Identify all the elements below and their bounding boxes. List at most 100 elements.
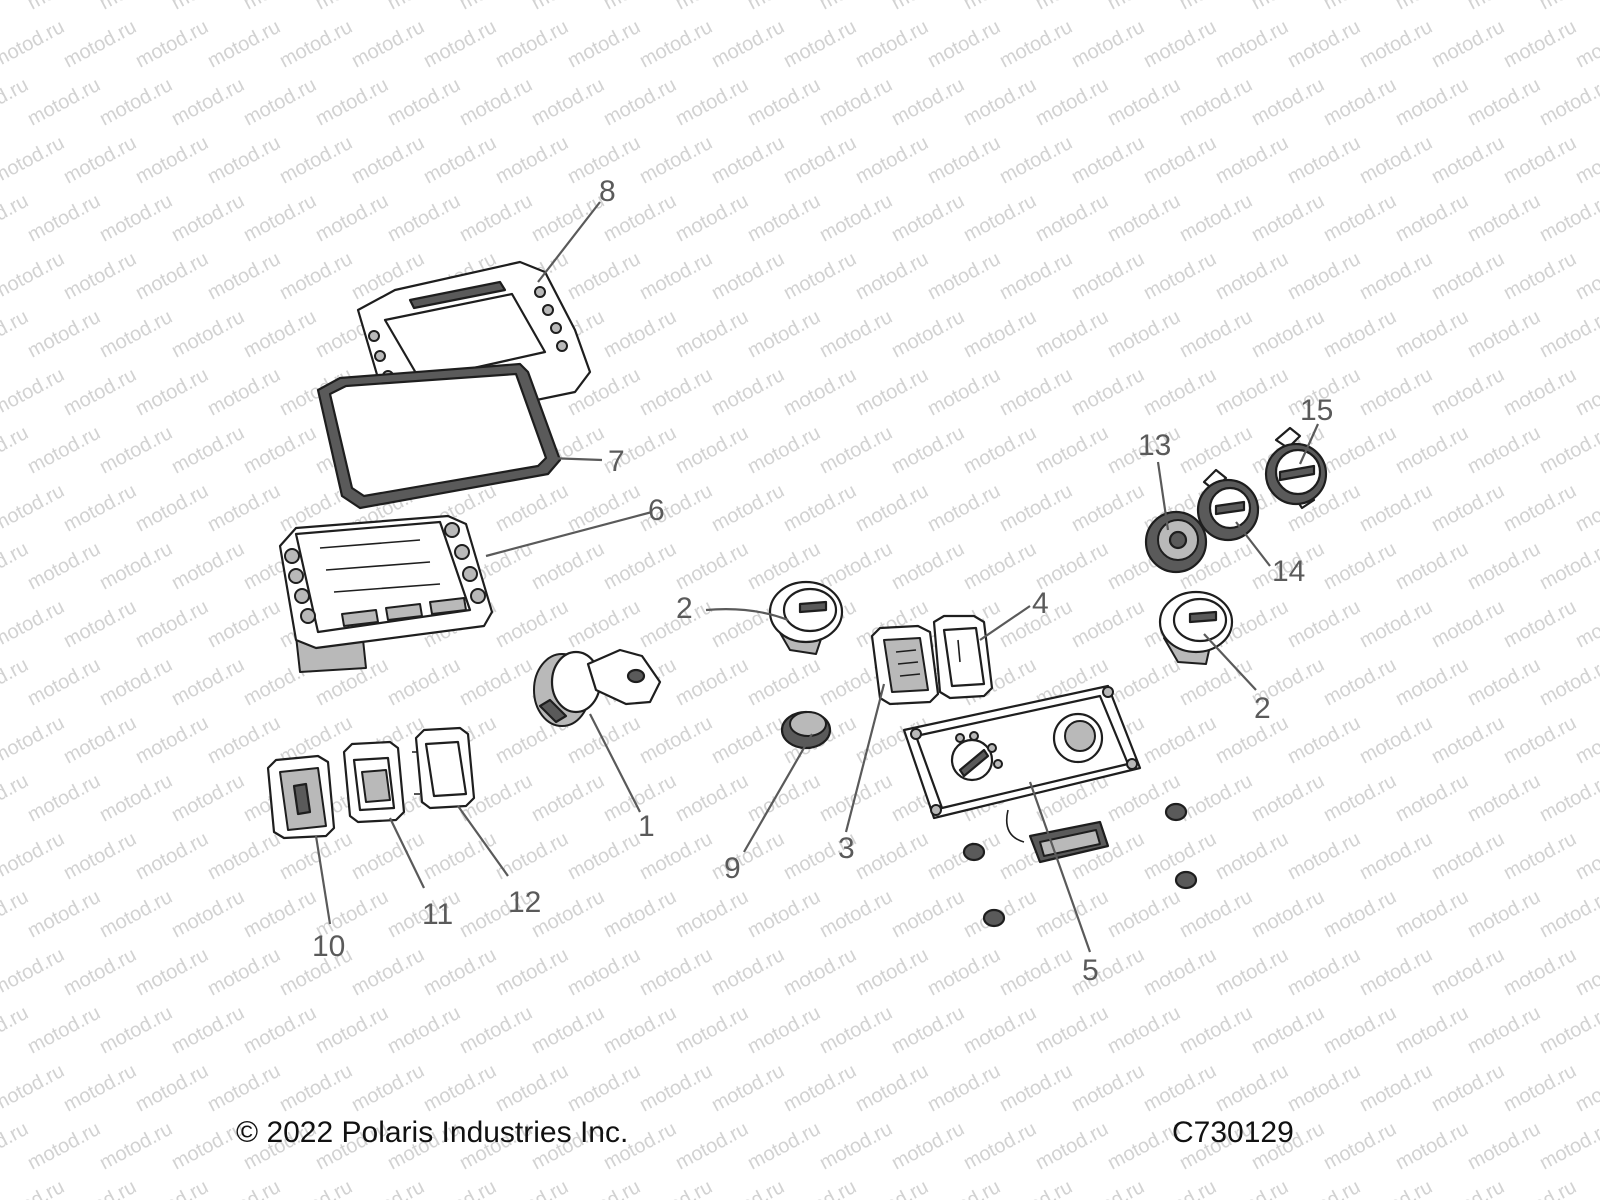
watermark-text: motod.ru bbox=[1140, 712, 1220, 768]
watermark-text: motod.ru bbox=[708, 944, 788, 1000]
watermark-text: motod.ru bbox=[1464, 422, 1544, 478]
watermark-text: motod.ru bbox=[1392, 306, 1472, 362]
watermark-text: motod.ru bbox=[852, 16, 932, 72]
watermark-text: motod.ru bbox=[996, 944, 1076, 1000]
callout-14: 14 bbox=[1272, 555, 1305, 588]
callout-10: 10 bbox=[312, 930, 345, 963]
watermark-text: motod.ru bbox=[168, 770, 248, 826]
watermark-text: motod.ru bbox=[204, 828, 284, 884]
watermark-text: motod.ru bbox=[816, 770, 896, 826]
watermark-text: motod.ru bbox=[348, 16, 428, 72]
watermark-text: motod.ru bbox=[960, 0, 1040, 14]
watermark-text: motod.ru bbox=[852, 1060, 932, 1116]
watermark-text: motod.ru bbox=[0, 538, 32, 594]
watermark-text: motod.ru bbox=[420, 1060, 500, 1116]
watermark-text: motod.ru bbox=[996, 248, 1076, 304]
watermark-text: motod.ru bbox=[24, 74, 104, 130]
watermark-text: motod.ru bbox=[1392, 770, 1472, 826]
watermark-text: motod.ru bbox=[960, 538, 1040, 594]
watermark-text: motod.ru bbox=[1356, 712, 1436, 768]
watermark-text: motod.ru bbox=[1176, 770, 1256, 826]
watermark-text: motod.ru bbox=[1572, 480, 1600, 536]
watermark-text: motod.ru bbox=[672, 74, 752, 130]
watermark-text: motod.ru bbox=[1176, 74, 1256, 130]
watermark-text: motod.ru bbox=[132, 712, 212, 768]
watermark-text: motod.ru bbox=[1356, 364, 1436, 420]
watermark-text: motod.ru bbox=[1536, 74, 1600, 130]
watermark-text: motod.ru bbox=[744, 422, 824, 478]
watermark-text: motod.ru bbox=[60, 712, 140, 768]
watermark-text: motod.ru bbox=[1356, 248, 1436, 304]
watermark-text: motod.ru bbox=[1572, 828, 1600, 884]
watermark-text: motod.ru bbox=[996, 364, 1076, 420]
watermark-text: motod.ru bbox=[744, 74, 824, 130]
watermark-text: motod.ru bbox=[1104, 886, 1184, 942]
watermark-text: motod.ru bbox=[168, 0, 248, 14]
watermark-text: motod.ru bbox=[1032, 74, 1112, 130]
watermark-text: motod.ru bbox=[168, 1002, 248, 1058]
watermark-text: motod.ru bbox=[0, 16, 68, 72]
watermark-text: motod.ru bbox=[996, 1176, 1076, 1200]
watermark-text: motod.ru bbox=[1284, 16, 1364, 72]
watermark-text: motod.ru bbox=[1428, 1060, 1508, 1116]
watermark-text: motod.ru bbox=[924, 480, 1004, 536]
watermark-text: motod.ru bbox=[1032, 1002, 1112, 1058]
watermark-text: motod.ru bbox=[1464, 190, 1544, 246]
watermark-text: motod.ru bbox=[1140, 132, 1220, 188]
callout-6: 6 bbox=[648, 494, 665, 527]
watermark-text: motod.ru bbox=[204, 248, 284, 304]
callout-8: 8 bbox=[599, 175, 616, 208]
watermark-text: motod.ru bbox=[456, 190, 536, 246]
watermark-text: motod.ru bbox=[1392, 422, 1472, 478]
watermark-text: motod.ru bbox=[1176, 0, 1256, 14]
callout-2-lower: 2 bbox=[1254, 692, 1271, 725]
watermark-text: motod.ru bbox=[96, 190, 176, 246]
watermark-text: motod.ru bbox=[1428, 132, 1508, 188]
watermark-text: motod.ru bbox=[1356, 944, 1436, 1000]
watermark-text: motod.ru bbox=[456, 0, 536, 14]
watermark-text: motod.ru bbox=[492, 944, 572, 1000]
callout-2-upper: 2 bbox=[676, 592, 693, 625]
watermark-text: motod.ru bbox=[852, 1176, 932, 1200]
watermark-text: motod.ru bbox=[708, 248, 788, 304]
watermark-text: motod.ru bbox=[1284, 1176, 1364, 1200]
watermark-text: motod.ru bbox=[240, 306, 320, 362]
watermark-text: motod.ru bbox=[1572, 1060, 1600, 1116]
watermark-text: motod.ru bbox=[0, 190, 32, 246]
watermark-text: motod.ru bbox=[924, 132, 1004, 188]
watermark-text: motod.ru bbox=[1392, 0, 1472, 14]
watermark-text: motod.ru bbox=[1212, 828, 1292, 884]
watermark-text: motod.ru bbox=[1392, 654, 1472, 710]
watermark-text: motod.ru bbox=[960, 190, 1040, 246]
watermark-text: motod.ru bbox=[1284, 596, 1364, 652]
watermark-text: motod.ru bbox=[636, 712, 716, 768]
watermark-text: motod.ru bbox=[24, 1118, 104, 1174]
watermark-text: motod.ru bbox=[168, 538, 248, 594]
watermark-text: motod.ru bbox=[132, 944, 212, 1000]
watermark-text: motod.ru bbox=[1068, 364, 1148, 420]
part-14-usb-outlet bbox=[1196, 468, 1260, 542]
watermark-text: motod.ru bbox=[1284, 828, 1364, 884]
watermark-text: motod.ru bbox=[24, 886, 104, 942]
watermark-text: motod.ru bbox=[60, 828, 140, 884]
watermark-text: motod.ru bbox=[0, 364, 68, 420]
watermark-text: motod.ru bbox=[672, 0, 752, 14]
watermark-text: motod.ru bbox=[744, 1002, 824, 1058]
watermark-text: motod.ru bbox=[60, 480, 140, 536]
watermark-text: motod.ru bbox=[1356, 828, 1436, 884]
watermark-text: motod.ru bbox=[1392, 1118, 1472, 1174]
watermark-text: motod.ru bbox=[24, 306, 104, 362]
watermark-text: motod.ru bbox=[1284, 248, 1364, 304]
watermark-text: motod.ru bbox=[24, 654, 104, 710]
watermark-text: motod.ru bbox=[492, 1060, 572, 1116]
watermark-text: motod.ru bbox=[1104, 306, 1184, 362]
watermark-text: motod.ru bbox=[132, 1176, 212, 1200]
watermark-text: motod.ru bbox=[672, 1118, 752, 1174]
part-13-power-outlet bbox=[1144, 510, 1208, 574]
watermark-text: motod.ru bbox=[1068, 596, 1148, 652]
watermark-text: motod.ru bbox=[60, 132, 140, 188]
watermark-text: motod.ru bbox=[564, 1060, 644, 1116]
callout-15: 15 bbox=[1300, 394, 1333, 427]
watermark-text: motod.ru bbox=[1140, 1060, 1220, 1116]
watermark-text: motod.ru bbox=[1140, 1176, 1220, 1200]
